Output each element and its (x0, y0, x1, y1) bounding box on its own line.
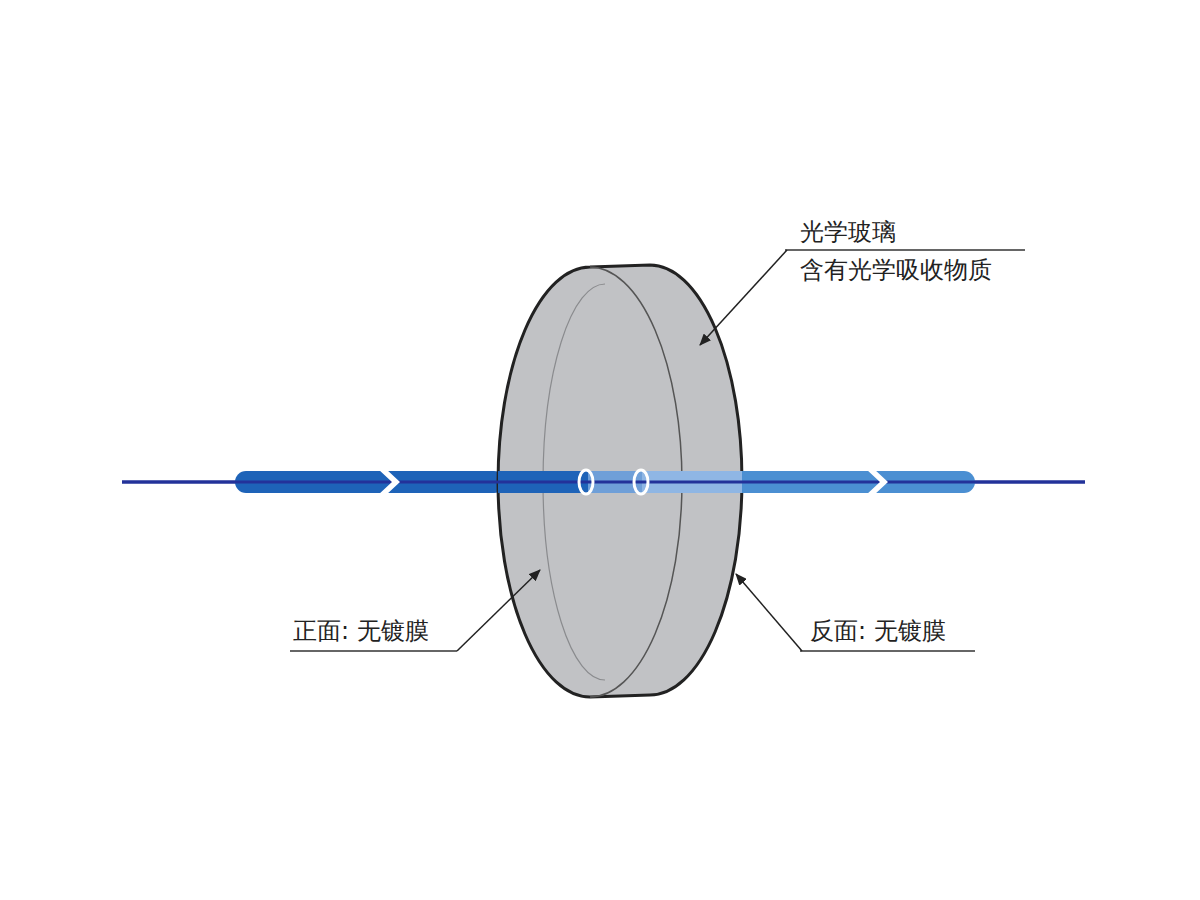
surface-ring (579, 470, 593, 494)
front-face-label: 正面: 无镀膜 (293, 617, 429, 645)
beam-chevron (378, 469, 400, 495)
leader-line (457, 570, 540, 651)
material-note: 含有光学吸收物质 (800, 256, 992, 284)
surface-ring (634, 470, 648, 494)
beam-line (122, 481, 1085, 484)
callout-underline (785, 249, 1025, 251)
leader-line (700, 250, 787, 345)
beam-chevron (866, 469, 888, 495)
back-face-label: 反面: 无镀膜 (810, 617, 946, 645)
callout-underline (800, 650, 975, 652)
callout-underline (290, 650, 457, 652)
material-label: 光学玻璃 (800, 218, 896, 246)
leader-line (736, 574, 802, 651)
beam-line (122, 481, 1085, 484)
